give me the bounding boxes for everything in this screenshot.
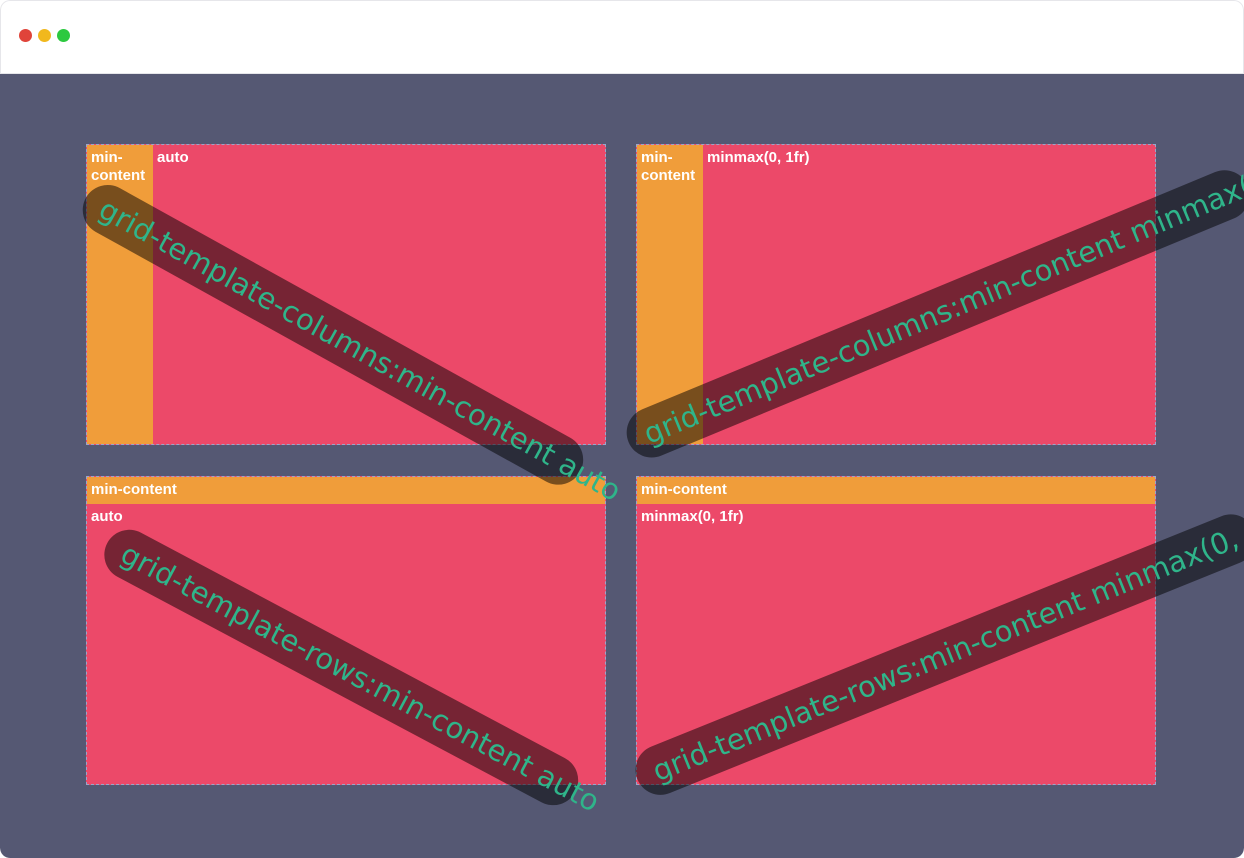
maximize-window-button[interactable] [57, 29, 70, 42]
track-label-minmax: minmax(0, 1fr) [707, 149, 810, 166]
track-label-minmax: minmax(0, 1fr) [641, 508, 744, 525]
track-label-min-content: min-content [637, 477, 1155, 504]
close-window-button[interactable] [19, 29, 32, 42]
grid-demo-columns-auto: min- content auto [86, 144, 606, 445]
demo-canvas: min- content auto min- content minmax(0,… [0, 74, 1244, 858]
track-label-auto: auto [157, 149, 189, 166]
track-label-min-content: min-content [87, 477, 605, 504]
minimize-window-button[interactable] [38, 29, 51, 42]
track-label-auto: auto [91, 508, 123, 525]
title-bar [0, 0, 1244, 74]
